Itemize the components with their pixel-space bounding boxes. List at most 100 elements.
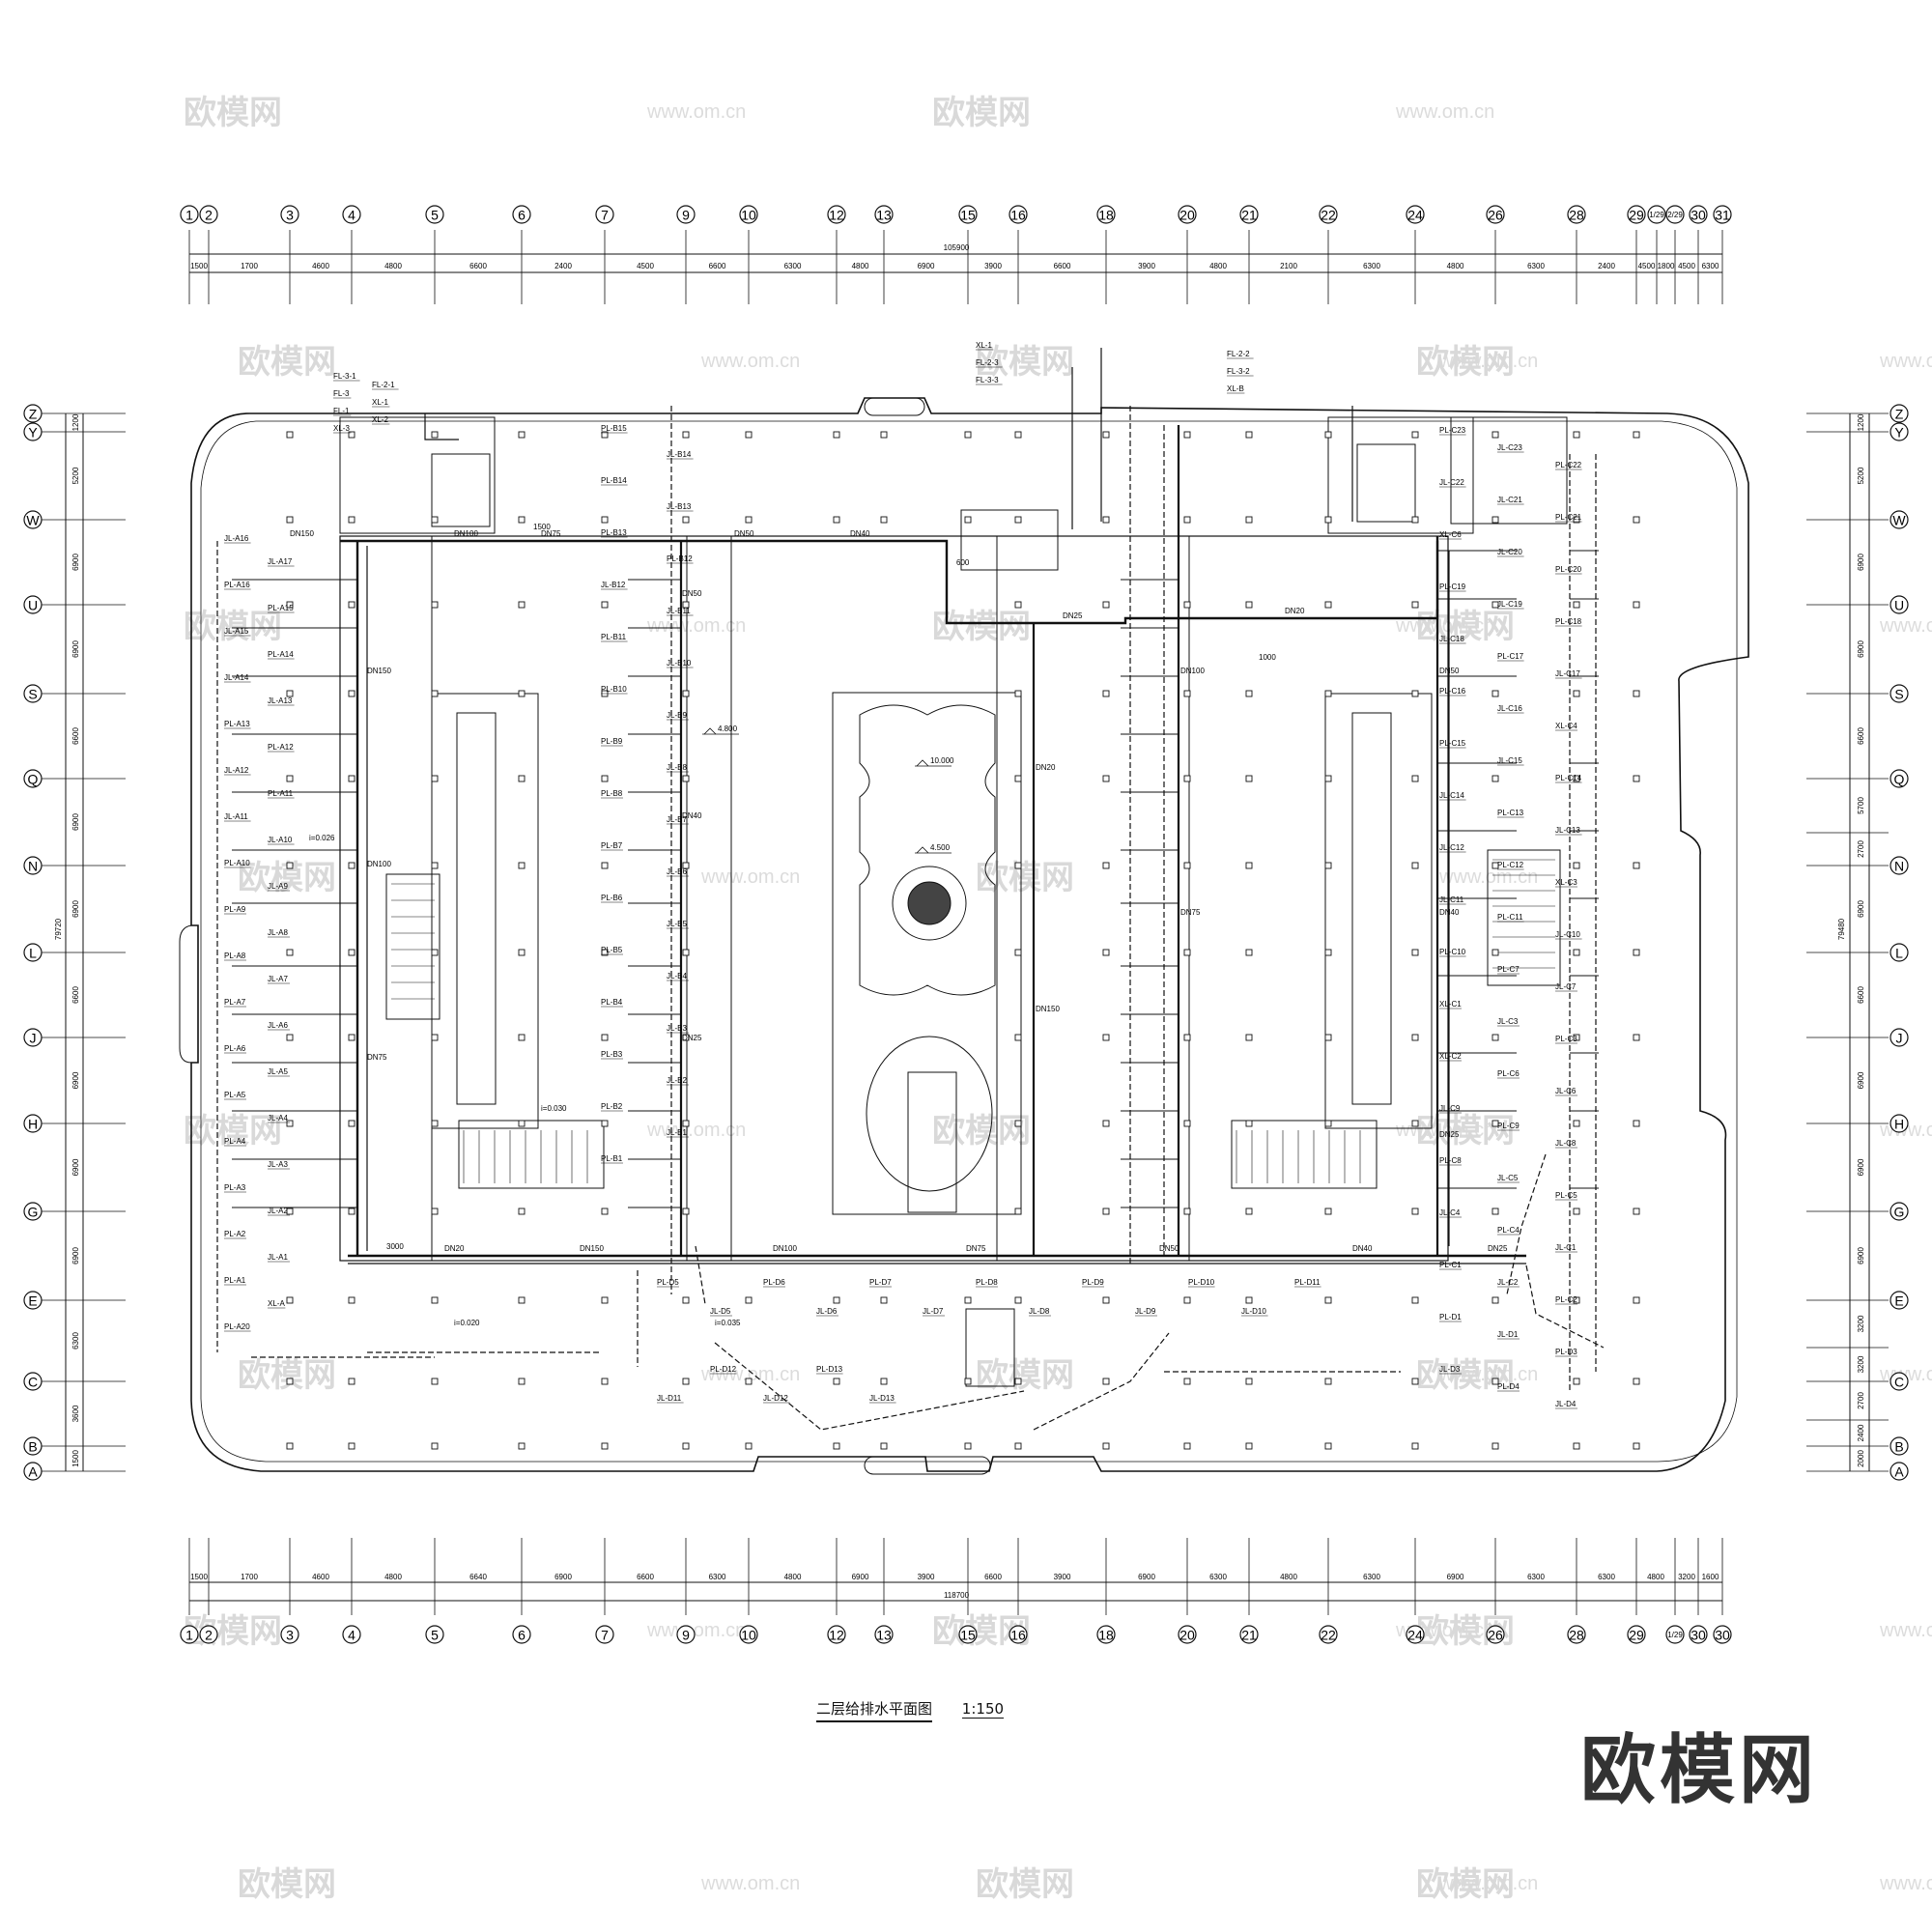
escalator-oval [866,1036,993,1192]
column [518,1034,526,1041]
annotation-text: i=0.030 [541,1104,567,1113]
grid-bubble-label: W [26,513,40,528]
column [1633,1208,1640,1215]
dim-value: 3900 [918,1573,935,1581]
dim-value: 6300 [709,1573,726,1581]
column [1245,1208,1253,1215]
riser-tags: JL-A16JL-A17PL-A16PL-A15JL-A15PL-A14JL-A… [224,341,1582,1409]
grid-bubble-label: 22 [1321,208,1336,223]
column [286,862,294,869]
column [348,1034,355,1041]
riser-tag: JL-C12 [1439,843,1464,852]
column [1411,949,1419,956]
grid-bubble-circle [1239,205,1259,224]
dim-value: 2000 [1857,1450,1865,1467]
riser-tag: JL-C23 [1497,443,1522,452]
column [1102,775,1110,782]
riser-tag: PL-A11 [268,789,294,798]
pipe-size-label: DN75 [966,1244,986,1253]
column [1014,431,1022,439]
riser-tag: XL-C6 [1439,530,1462,539]
pipe-size-label: DN150 [367,667,391,675]
grid-bubble-circle [23,1372,43,1391]
column [1183,690,1191,697]
watermark-logo: 欧模网 [184,1613,282,1650]
grid-bubble: 29 [1627,1625,1646,1644]
grid-bubble-circle [1889,1202,1909,1221]
grid-bubble: 29 [1627,205,1646,224]
pipe-size-label: DN150 [290,529,314,538]
column [601,1378,609,1385]
riser-tag: PL-A14 [268,650,294,659]
column [1573,1296,1580,1304]
column [601,775,609,782]
column [431,516,439,524]
column [601,1296,609,1304]
watermark-logo: 欧模网 [184,1113,282,1150]
column [745,1378,753,1385]
riser-tag: PL-C3 [1555,1035,1577,1043]
annotation-text: 1000 [1259,653,1276,662]
grid-bubble-circle [676,1625,696,1644]
grid-bubble-circle [958,205,978,224]
riser-tag: PL-B7 [601,841,623,850]
riser-tag: FL-3-2 [1227,367,1250,376]
riser-tag: JL-B6 [667,867,687,876]
grid-bubble-circle [1889,1462,1909,1481]
grid-bubble: 28 [1567,1625,1586,1644]
grid-bubble-label: U [1894,598,1904,613]
riser-tag: PL-C14 [1555,774,1582,782]
riser-tag: JL-C20 [1497,548,1522,556]
column [1245,601,1253,609]
riser-tag: JL-B10 [667,659,692,668]
grid-bubble-circle [199,1625,218,1644]
atrium-main-frame [339,535,1449,1262]
grid-bubble-circle [1889,684,1909,703]
grid-bubble-label: 7 [601,208,609,223]
riser-tag: PL-B4 [601,998,623,1007]
light-well-west [431,693,539,1129]
grid-bubble-circle [23,769,43,788]
column [1492,1378,1499,1385]
grid-bubble-label: B [28,1439,37,1455]
grid-bubble-circle [425,205,444,224]
riser-tag: PL-A4 [224,1137,246,1146]
riser-tag: PL-B9 [601,737,623,746]
dim-value: 6900 [1857,1158,1865,1176]
column [1245,1442,1253,1450]
dim-value: 6900 [71,554,80,571]
riser-tag: XL-C3 [1555,878,1577,887]
grid-bubble-label: 29 [1629,1628,1644,1643]
grid-bubble-label: 24 [1407,1628,1423,1643]
grid-bubble-label: 5 [431,208,439,223]
column [1492,431,1499,439]
riser-tag: XL-3 [333,424,350,433]
dim-value: 6300 [71,1332,80,1350]
column [964,1442,972,1450]
grid-bubble-label: 29 [1629,208,1644,223]
watermark-url: www.om.cn [646,615,746,637]
riser-tag: PL-B6 [601,894,623,902]
east-stair [1487,849,1561,986]
grid-bubble-circle [23,422,43,441]
grid-bubble-circle [1406,205,1425,224]
column [833,1296,840,1304]
grid-bubble-label: 30 [1690,1628,1706,1643]
column [348,1208,355,1215]
grid-bubble-label: N [28,859,38,874]
riser-tag: XL-1 [976,341,992,350]
grid-bubble-label: Q [28,772,39,787]
grid-bubble-circle [23,1291,43,1310]
dim-value: 6300 [1702,262,1719,270]
se-stair-right [1231,1120,1378,1189]
riser-tag: JL-D4 [1555,1400,1577,1408]
column [964,1296,972,1304]
light-well-east [1324,693,1433,1129]
dim-value: 4800 [1209,262,1227,270]
dim-value: 2100 [1280,262,1297,270]
grid-bubble-circle [1889,1028,1909,1047]
watermark-logo: 欧模网 [1416,609,1515,645]
